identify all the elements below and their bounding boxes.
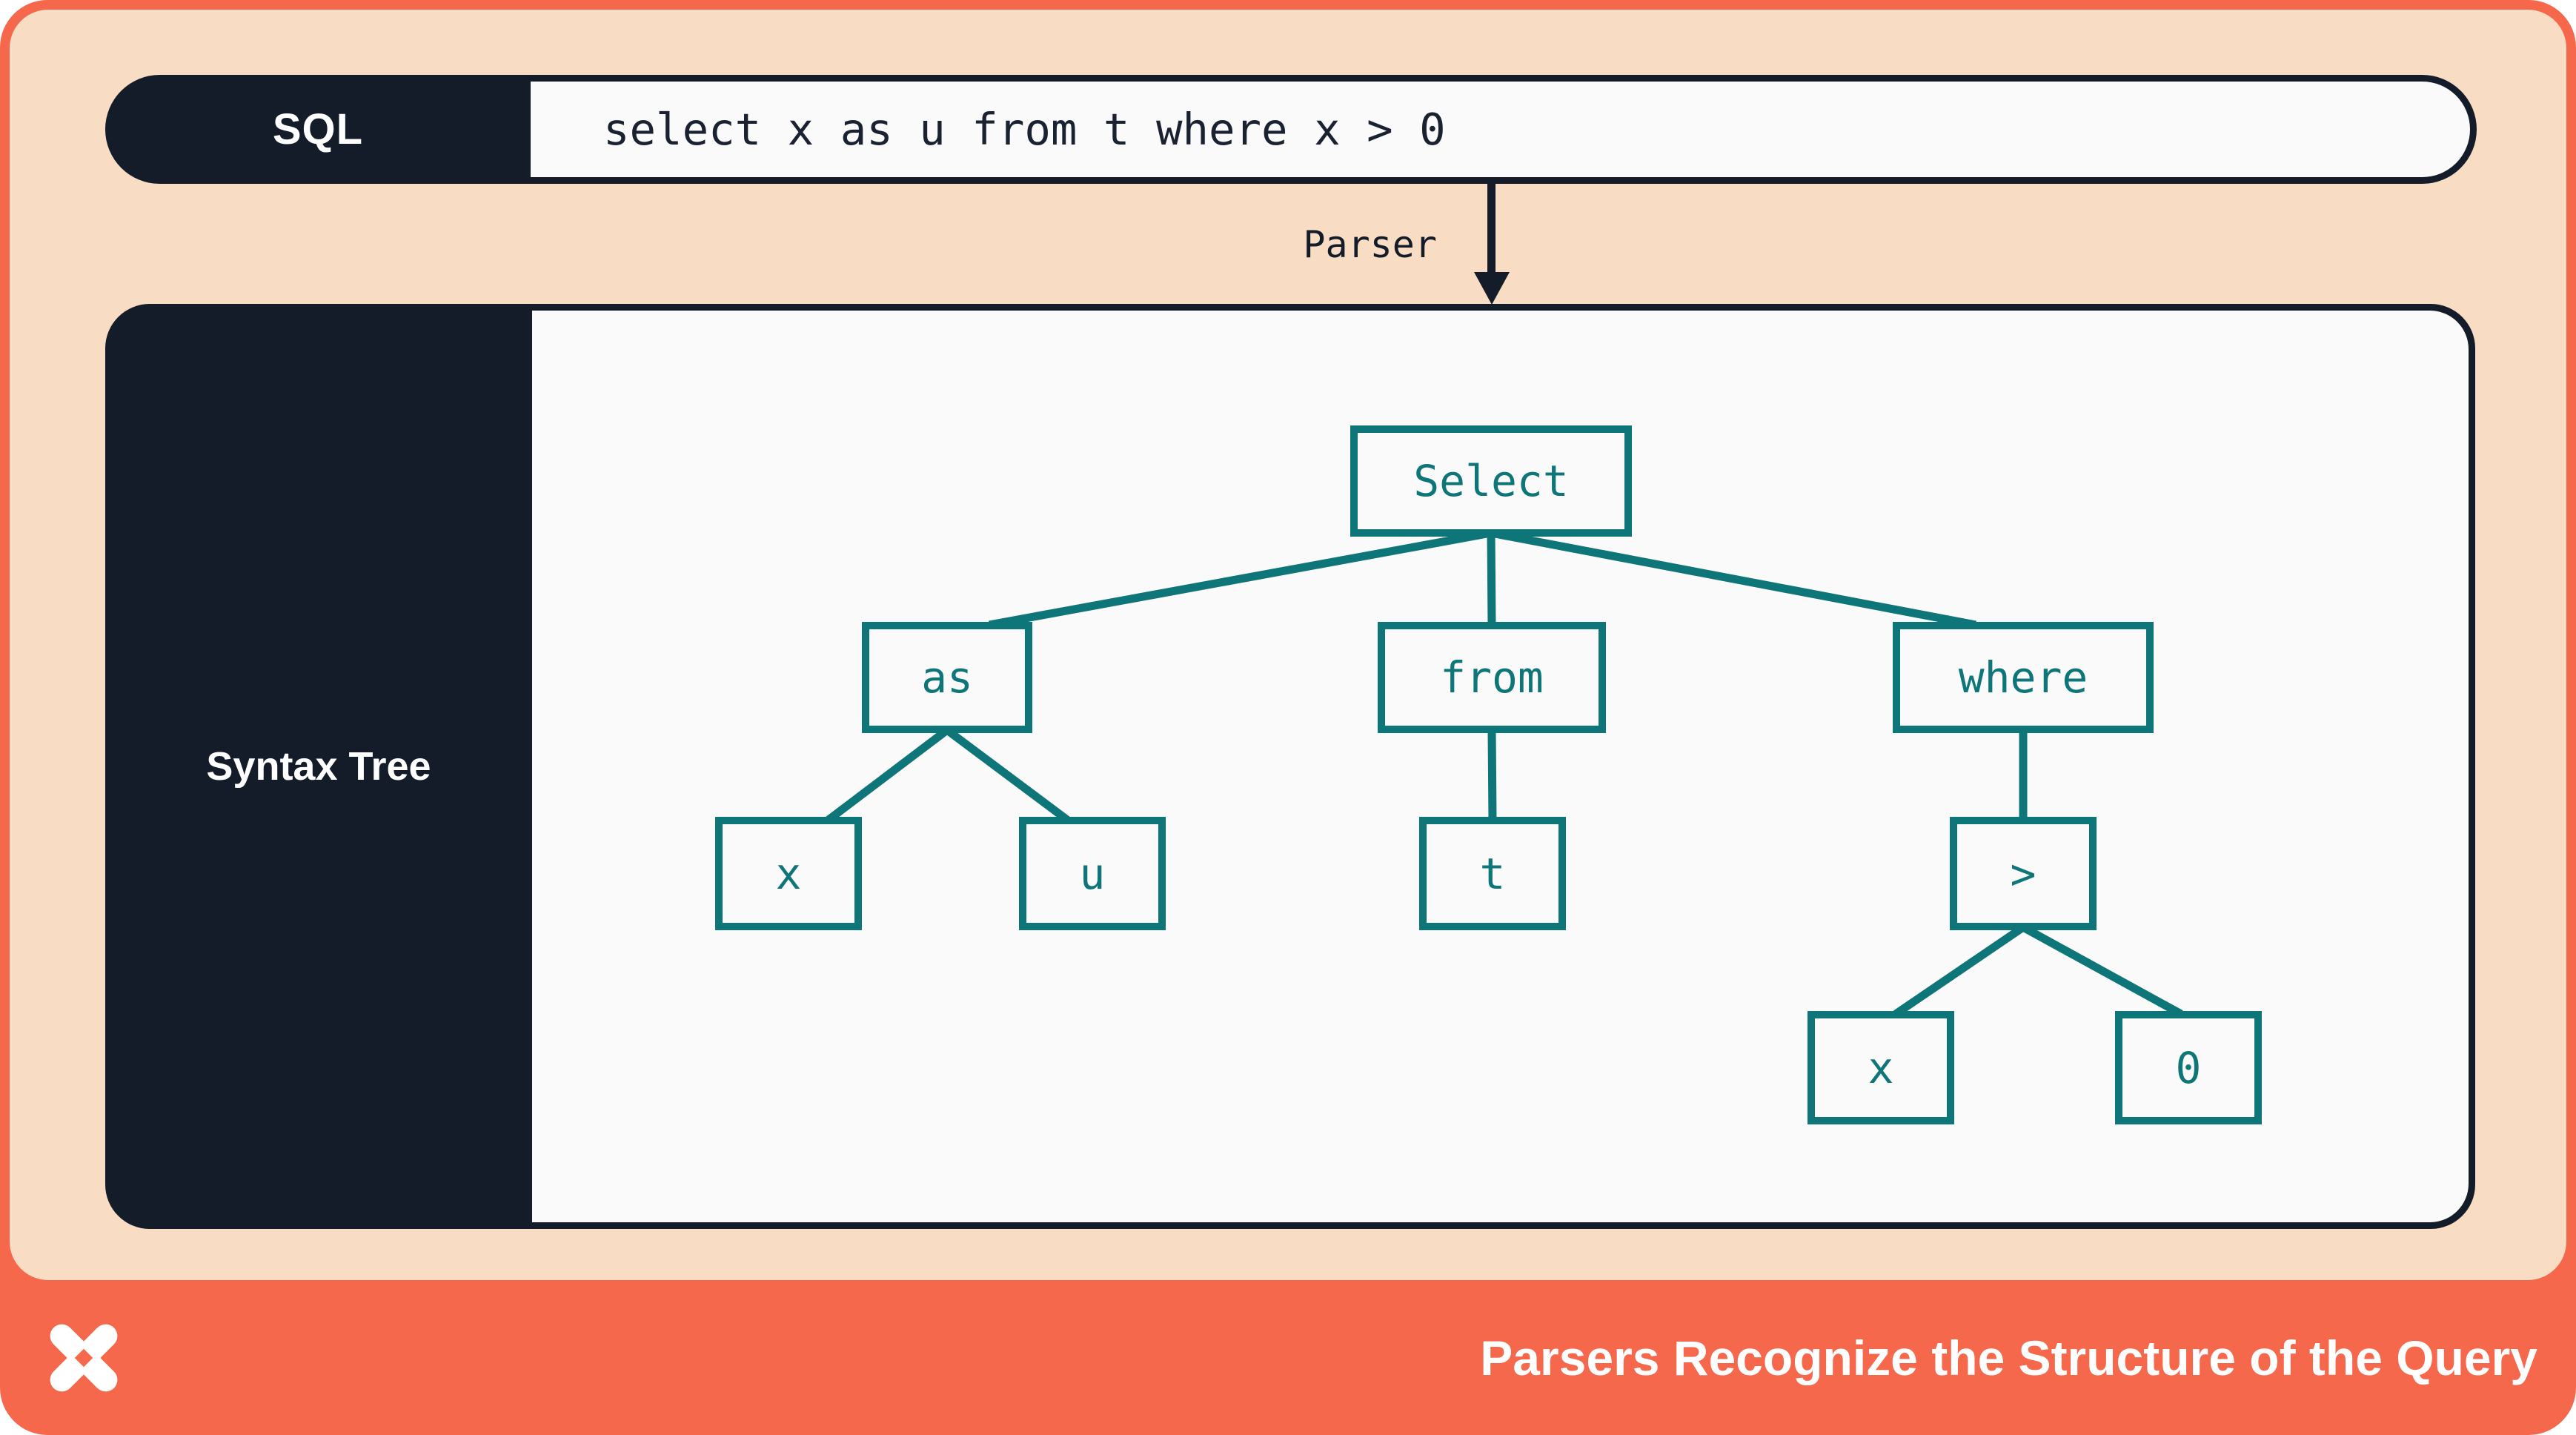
tree-edges — [826, 528, 2183, 1018]
tree-edge-gt-zero — [2021, 924, 2183, 1018]
syntax-tree-label: Syntax Tree — [206, 744, 431, 789]
tree-node-x2: x — [1807, 1011, 1954, 1124]
sql-bar: SQL select x as u from t where x > 0 — [105, 75, 2477, 184]
parser-arrow-line — [1487, 183, 1496, 272]
tree-node-t: t — [1419, 817, 1566, 930]
tree-edge-gt-x2 — [1893, 924, 2026, 1018]
sql-query-text: select x as u from t where x > 0 — [603, 104, 1446, 155]
tree-node-x1: x — [715, 817, 862, 930]
tree-edge-as-u — [944, 726, 1070, 823]
content-area: SQL select x as u from t where x > 0 Par… — [10, 10, 2566, 1280]
tree-node-u: u — [1019, 817, 1166, 930]
syntax-tree-panel: Syntax Tree Select as from where x u t > x 0 — [105, 304, 2475, 1229]
sql-query-area: select x as u from t where x > 0 — [531, 82, 2470, 177]
tree-node-zero: 0 — [2115, 1011, 2262, 1124]
tree-node-where: where — [1893, 622, 2154, 733]
tree-edge-select-where — [1490, 528, 1977, 629]
tree-edge-select-as — [989, 528, 1492, 629]
parser-label: Parser — [1303, 223, 1437, 266]
footer: Parsers Recognize the Structure of the Q… — [0, 1280, 2576, 1435]
dolt-x-logo-icon — [50, 1324, 118, 1391]
tree-edge-from-t — [1487, 729, 1497, 821]
tree-edge-select-from — [1487, 532, 1496, 626]
syntax-tree-canvas: Select as from where x u t > x 0 — [532, 311, 2469, 1222]
tree-edge-as-x1 — [826, 726, 950, 823]
parser-arrow-head-icon — [1474, 272, 1510, 305]
tree-node-from: from — [1378, 622, 1606, 733]
sql-bar-label: SQL — [272, 105, 364, 153]
footer-title: Parsers Recognize the Structure of the Q… — [1480, 1330, 2537, 1385]
tree-node-select: Select — [1350, 425, 1632, 537]
tree-node-gt: > — [1950, 817, 2097, 930]
tree-node-as: as — [862, 622, 1032, 733]
